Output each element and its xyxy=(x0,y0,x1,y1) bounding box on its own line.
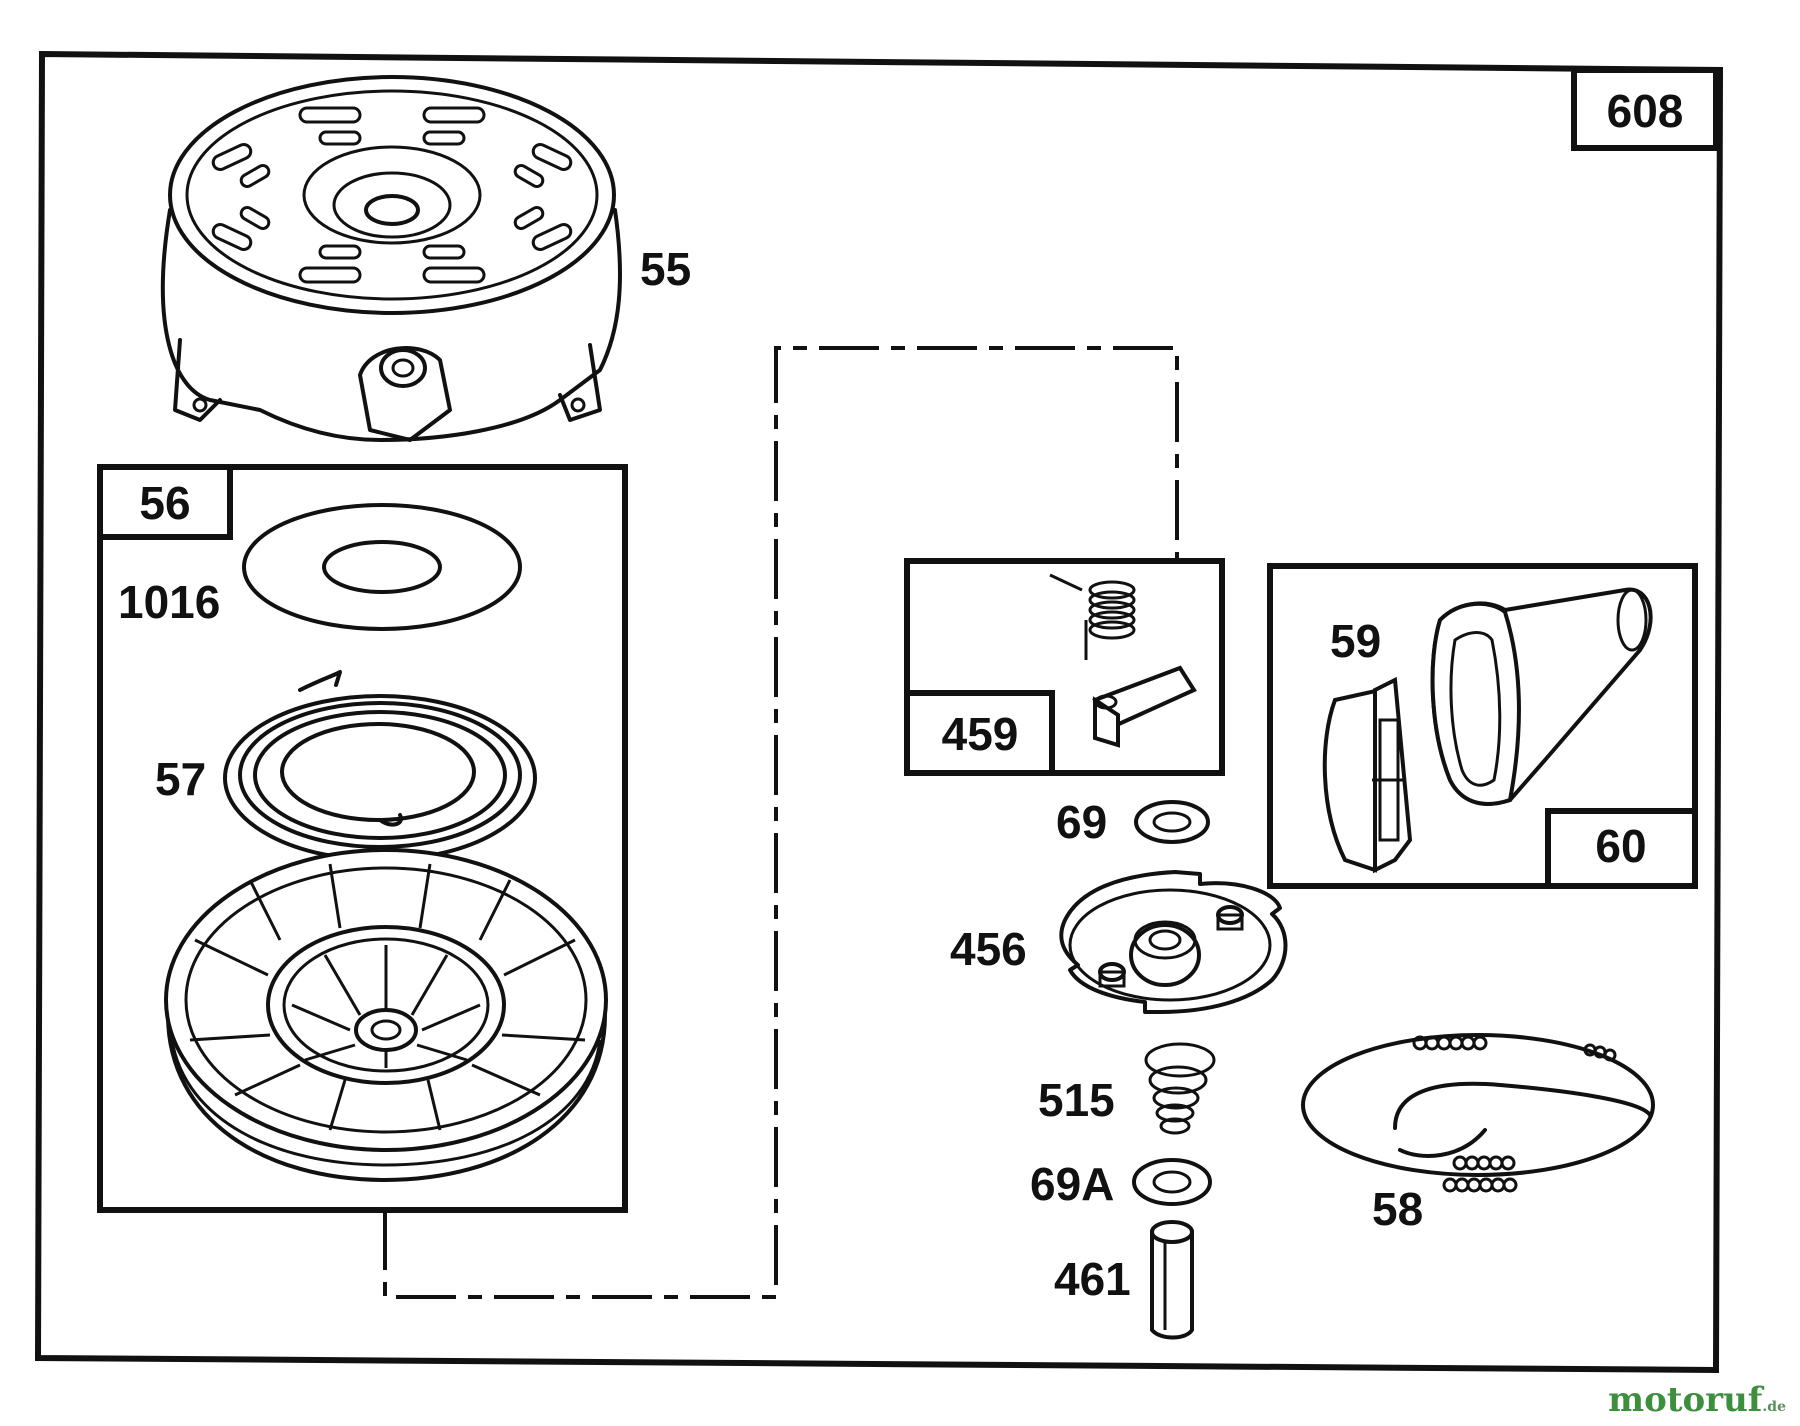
ratchet-kit-number-box xyxy=(904,690,1055,776)
pin-461-label: 461 xyxy=(1054,1253,1131,1305)
washer-1016-label: 1016 xyxy=(118,576,220,628)
ratchet-456-label: 456 xyxy=(950,923,1027,975)
spring-57-drawing xyxy=(223,670,537,862)
washer-1016-drawing xyxy=(242,503,522,631)
rope-58-label: 58 xyxy=(1372,1183,1423,1235)
pulley-assembly-label: 56 xyxy=(139,477,190,529)
ratchet-kit-label: 459 xyxy=(942,708,1019,760)
spring-57-label: 57 xyxy=(155,753,206,805)
dashed-connector xyxy=(383,346,1179,1299)
watermark-logo: motoruf.de xyxy=(1608,1380,1786,1420)
assembly-number-label: 608 xyxy=(1607,85,1684,137)
watermark-suffix: .de xyxy=(1762,1399,1786,1415)
assembly-number-box xyxy=(1571,67,1719,151)
pin-461-drawing xyxy=(1150,1220,1194,1340)
washer-69a-label: 69A xyxy=(1030,1158,1114,1210)
rope-58-drawing xyxy=(1301,1033,1655,1193)
pulley-assembly-box xyxy=(97,464,628,1213)
spring-515-drawing xyxy=(1144,1042,1216,1135)
rewind-housing-label: 55 xyxy=(640,243,691,295)
handle-60-drawing xyxy=(1430,587,1653,806)
pulley-drawing xyxy=(164,848,608,1182)
ratchet-456-drawing xyxy=(1059,870,1288,1014)
washer-69a-drawing xyxy=(1132,1158,1212,1206)
ratchet-pawl-drawing xyxy=(1092,665,1197,748)
handle-60-label: 60 xyxy=(1595,820,1646,872)
ratchet-spring-drawing xyxy=(1049,573,1136,660)
pulley-assembly-number-box xyxy=(97,464,233,540)
rewind-housing-drawing xyxy=(160,75,622,442)
spring-515-label: 515 xyxy=(1038,1074,1115,1126)
handle-59-drawing xyxy=(1322,676,1413,874)
outer-frame xyxy=(34,50,1724,1374)
ratchet-kit-box xyxy=(904,558,1225,776)
handle-59-label: 59 xyxy=(1330,615,1381,667)
washer-69-label: 69 xyxy=(1056,796,1107,848)
washer-69-drawing xyxy=(1134,800,1210,844)
handle-box xyxy=(1267,563,1698,889)
watermark-brand: motoruf xyxy=(1608,1380,1763,1420)
handle-60-number-box xyxy=(1545,808,1698,889)
